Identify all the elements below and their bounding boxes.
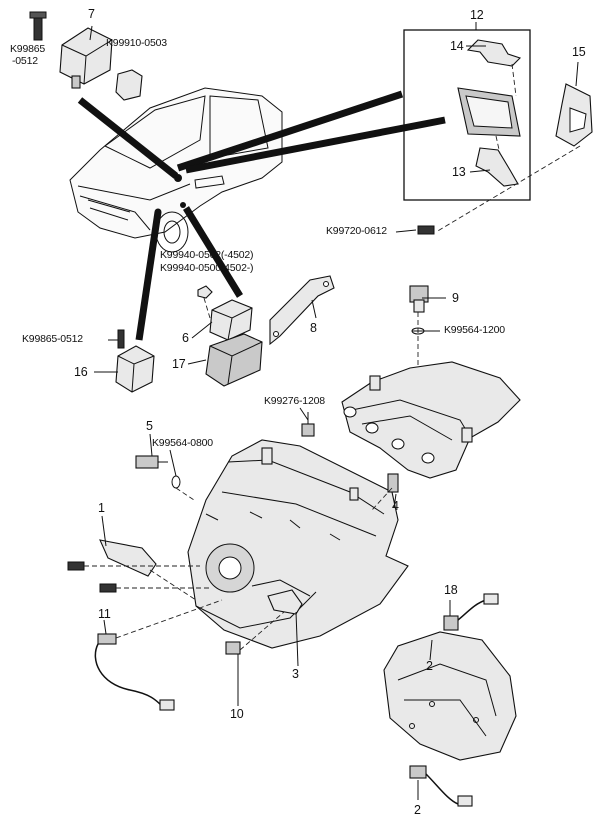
relay-16	[115, 329, 155, 393]
callout-11: 11	[98, 607, 111, 621]
callout-1: 1	[98, 501, 105, 515]
part-number-k99564-1200: K99564-1200	[444, 324, 505, 336]
part-number-k99865-0512-left: K99865-0512	[22, 333, 83, 345]
callout-16: 16	[74, 365, 88, 379]
callout-14: 14	[450, 39, 464, 53]
sensor-5	[135, 455, 195, 501]
callout-6: 6	[182, 331, 189, 345]
engine-block	[187, 439, 409, 649]
bracket-15	[555, 83, 593, 147]
part-number-k99940-0500: K99940-0500(4502-)	[160, 262, 254, 274]
callout-4: 4	[392, 499, 399, 513]
intake-manifold	[341, 361, 521, 479]
sensor-4	[371, 473, 399, 511]
callout-2: 2	[414, 803, 421, 817]
sensor-k99276	[301, 412, 315, 437]
transmission-housing	[383, 631, 517, 761]
sensor-10	[225, 611, 285, 655]
part-number-k99910-0503: K99910-0503	[106, 37, 167, 49]
relays-6-17	[197, 285, 263, 387]
callout-17: 17	[172, 357, 186, 371]
part-number-k99564-0800: K99564-0800	[152, 437, 213, 449]
leader-bars	[77, 90, 446, 341]
part-number-k99940-0502: K99940-0502(-4502)	[160, 249, 254, 261]
callout-9: 9	[452, 291, 459, 305]
callout-3: 3	[292, 667, 299, 681]
car-illustration	[69, 87, 283, 253]
callout-15: 15	[572, 45, 586, 59]
sensor-2	[409, 765, 473, 807]
part-number-k99720-0612: K99720-0612	[326, 225, 387, 237]
relay-7	[29, 11, 143, 101]
part-number-k99276-1208: K99276-1208	[264, 395, 325, 407]
part-number-k99865-top-line2: -0512	[12, 55, 38, 67]
callout-leaders	[89, 22, 579, 800]
callout-10: 10	[230, 707, 244, 721]
callout-2-upper: 2	[426, 659, 433, 673]
callout-8: 8	[310, 321, 317, 335]
bracket-1	[67, 539, 210, 601]
callout-7: 7	[88, 7, 95, 21]
screw-k99720	[417, 145, 581, 235]
part-number-k99865-top-line1: K99865	[10, 43, 46, 55]
callout-12: 12	[470, 8, 484, 22]
callout-5: 5	[146, 419, 153, 433]
bracket-3	[267, 589, 303, 615]
sensor-11	[94, 599, 223, 711]
callout-13: 13	[452, 165, 466, 179]
bracket-8	[269, 275, 335, 346]
box-12	[403, 29, 531, 201]
callout-18: 18	[444, 583, 458, 597]
sensor-18	[443, 593, 499, 631]
